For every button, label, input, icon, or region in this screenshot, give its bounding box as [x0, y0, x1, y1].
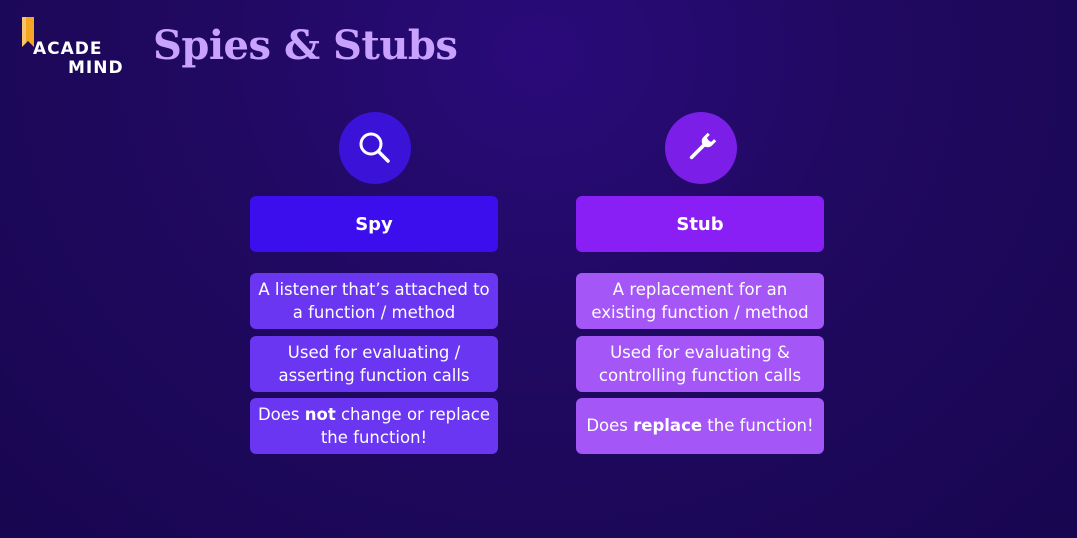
spy-description-2: Used for evaluating / asserting function… [250, 336, 498, 392]
spy-description-3-post: change or replace the function! [320, 404, 491, 447]
academind-logo: ACADE MIND [20, 17, 130, 79]
wrench-icon [689, 132, 717, 160]
spy-description-1-text: A listener that’s attached to a function… [258, 279, 490, 322]
stub-description-2-text: Used for evaluating & controlling functi… [598, 342, 802, 385]
spy-description-3-pre: Does [257, 404, 305, 424]
stub-description-3-bold: replace [633, 416, 703, 436]
stub-description-3-pre: Does [586, 416, 634, 436]
stub-header: Stub [576, 196, 824, 252]
stub-description-2: Used for evaluating & controlling functi… [576, 336, 824, 392]
logo-text-line2: MIND [68, 58, 124, 78]
spy-description-3: Does not change or replace the function! [250, 398, 498, 454]
logo-text-line1: ACADE [33, 39, 103, 59]
spy-header: Spy [250, 196, 498, 252]
stub-description-3: Does replace the function! [576, 398, 824, 454]
slide-title: Spies & Stubs [153, 22, 458, 69]
spy-description-1: A listener that’s attached to a function… [250, 273, 498, 329]
spy-description-3-bold: not [304, 404, 336, 424]
magnifier-icon [359, 132, 390, 163]
spy-description-2-text: Used for evaluating / asserting function… [278, 342, 470, 385]
logo-flag-icon [22, 17, 34, 47]
stub-description-3-post: the function! [702, 416, 814, 436]
stub-icon-circle [665, 112, 737, 184]
spy-icon-circle [339, 112, 411, 184]
stub-description-1: A replacement for an existing function /… [576, 273, 824, 329]
stub-description-1-text: A replacement for an existing function /… [591, 279, 809, 322]
